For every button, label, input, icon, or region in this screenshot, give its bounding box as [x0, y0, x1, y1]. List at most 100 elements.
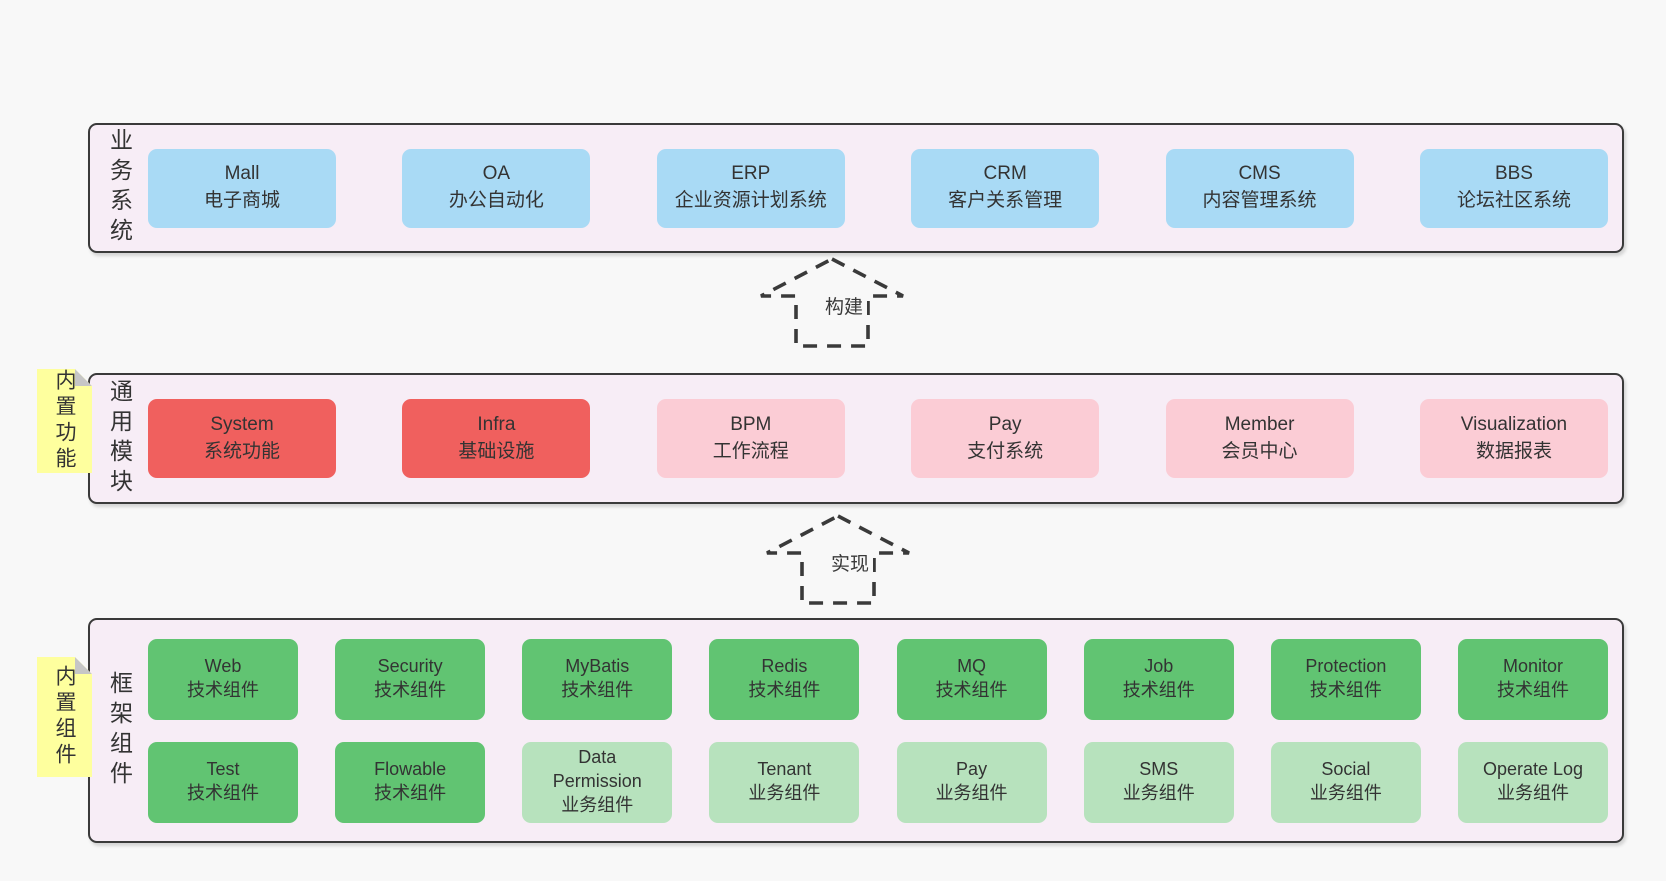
box-subtitle: 基础设施 — [458, 440, 535, 462]
box-redis: Redis 技术组件 — [709, 638, 860, 720]
box-subtitle: 电子商城 — [203, 190, 280, 211]
box-subtitle: 工作流程 — [712, 440, 789, 462]
box-system: System 系统功能 — [148, 399, 336, 478]
box-subtitle: 技术组件 — [187, 783, 259, 803]
box-mybatis: MyBatis 技术组件 — [522, 638, 673, 720]
box-operate-log: Operate Log 业务组件 — [1457, 741, 1608, 823]
arrow-implement-label: 实现 — [827, 546, 874, 579]
box-bpm: BPM 工作流程 — [656, 399, 845, 478]
box-title: MQ — [957, 656, 987, 677]
box-subtitle: 支付系统 — [967, 440, 1044, 462]
box-infra: Infra 基础设施 — [402, 399, 591, 478]
box-member: Member 会员中心 — [1165, 399, 1354, 478]
box-title: Infra — [477, 413, 516, 435]
box-title: Test — [206, 759, 240, 780]
box-sms: SMS 业务组件 — [1083, 741, 1234, 823]
up-arrow-icon — [760, 256, 904, 348]
box-subtitle: 业务组件 — [561, 794, 634, 815]
box-title: Protection — [1305, 656, 1387, 677]
box-crm: CRM 客户关系管理 — [911, 148, 1100, 228]
box-subtitle: 会员中心 — [1221, 440, 1298, 462]
up-arrow-icon — [766, 513, 910, 605]
box-title: Flowable — [374, 759, 447, 780]
box-protection: Protection 技术组件 — [1270, 638, 1421, 720]
box-title: SMS — [1139, 759, 1179, 780]
box-subtitle: 企业资源计划系统 — [674, 190, 827, 211]
band-modules-boxes: System 系统功能 Infra 基础设施 BPM 工作流程 Pay 支付系统… — [148, 375, 1622, 502]
box-title: ERP — [731, 163, 771, 185]
box-cms: CMS 内容管理系统 — [1165, 148, 1354, 228]
band-label-business-systems: 业务系统 — [90, 125, 148, 251]
box-title: BPM — [730, 413, 772, 435]
arrow-build-label: 构建 — [821, 289, 868, 322]
band-framework-components: 框架组件 Web 技术组件 Security 技术组件 MyBatis 技术组件… — [88, 618, 1624, 843]
components-row-1: Web 技术组件 Security 技术组件 MyBatis 技术组件 Redi… — [148, 638, 1608, 720]
box-title: Tenant — [757, 759, 812, 780]
box-job: Job 技术组件 — [1083, 638, 1234, 720]
box-bbs: BBS 论坛社区系统 — [1419, 148, 1608, 228]
box-pay-component: Pay 业务组件 — [896, 741, 1047, 823]
sticky-note-label: 内置功能 — [53, 369, 76, 473]
box-pay: Pay 支付系统 — [911, 399, 1100, 478]
band-business-boxes: Mall 电子商城 OA 办公自动化 ERP 企业资源计划系统 CRM 客户关系… — [148, 125, 1622, 251]
box-subtitle: 系统功能 — [203, 440, 280, 462]
box-title: Redis — [761, 656, 808, 677]
band-label-text: 业务系统 — [106, 128, 133, 248]
box-title: Visualization — [1460, 413, 1568, 435]
box-title: Security — [377, 656, 443, 677]
band-components-rows: Web 技术组件 Security 技术组件 MyBatis 技术组件 Redi… — [148, 620, 1622, 841]
box-flowable: Flowable 技术组件 — [335, 741, 486, 823]
box-title: OA — [482, 163, 511, 185]
box-subtitle: 办公自动化 — [448, 190, 544, 211]
box-title: CMS — [1238, 163, 1281, 185]
box-subtitle: 技术组件 — [374, 680, 447, 700]
box-subtitle: 技术组件 — [1309, 680, 1382, 700]
sticky-note-builtin-features: 内置功能 — [37, 369, 92, 473]
box-title: Pay — [956, 759, 988, 780]
box-subtitle: 业务组件 — [748, 783, 821, 803]
box-subtitle: 技术组件 — [935, 680, 1008, 700]
box-title: BBS — [1494, 163, 1533, 185]
band-label-common-modules: 通用模块 — [90, 375, 148, 502]
box-subtitle: 技术组件 — [1496, 680, 1569, 700]
box-title: MyBatis — [565, 656, 630, 677]
box-title: CRM — [983, 163, 1027, 185]
box-erp: ERP 企业资源计划系统 — [656, 148, 845, 228]
box-mall: Mall 电子商城 — [148, 148, 336, 228]
box-monitor: Monitor 技术组件 — [1457, 638, 1608, 720]
box-subtitle: 技术组件 — [374, 783, 447, 803]
band-common-modules: 通用模块 System 系统功能 Infra 基础设施 BPM 工作流程 Pay… — [88, 373, 1624, 504]
box-web: Web 技术组件 — [148, 638, 298, 720]
box-social: Social 业务组件 — [1270, 741, 1421, 823]
box-title: Web — [204, 656, 242, 677]
box-subtitle: 业务组件 — [1496, 783, 1569, 803]
band-business-systems: 业务系统 Mall 电子商城 OA 办公自动化 ERP 企业资源计划系统 CRM… — [88, 123, 1624, 253]
box-mq: MQ 技术组件 — [896, 638, 1047, 720]
box-subtitle: 技术组件 — [561, 680, 634, 700]
arrow-build: 构建 — [757, 255, 907, 350]
box-subtitle: 论坛社区系统 — [1456, 190, 1571, 211]
box-subtitle: 内容管理系统 — [1202, 190, 1317, 211]
box-subtitle: 业务组件 — [935, 783, 1008, 803]
band-label-framework-components: 框架组件 — [90, 620, 148, 841]
box-title: Monitor — [1502, 656, 1563, 677]
box-title: Pay — [988, 413, 1022, 435]
band-label-text: 通用模块 — [106, 378, 133, 499]
box-subtitle: 技术组件 — [187, 680, 259, 700]
box-subtitle: 技术组件 — [1122, 680, 1195, 700]
box-title: Mall — [224, 163, 260, 185]
box-title: Member — [1224, 413, 1295, 435]
box-subtitle: 业务组件 — [1122, 783, 1195, 803]
box-subtitle: 技术组件 — [748, 680, 821, 700]
box-title: Data Permission — [552, 747, 642, 792]
box-subtitle: 业务组件 — [1309, 783, 1382, 803]
box-oa: OA 办公自动化 — [402, 148, 591, 228]
box-title: Job — [1144, 656, 1174, 677]
box-test: Test 技术组件 — [148, 741, 298, 823]
components-row-2: Test 技术组件 Flowable 技术组件 Data Permission … — [148, 741, 1608, 823]
box-subtitle: 客户关系管理 — [948, 190, 1063, 211]
box-tenant: Tenant 业务组件 — [709, 741, 860, 823]
sticky-note-label: 内置组件 — [53, 665, 76, 769]
band-label-text: 框架组件 — [106, 670, 133, 791]
box-title: System — [210, 413, 274, 435]
